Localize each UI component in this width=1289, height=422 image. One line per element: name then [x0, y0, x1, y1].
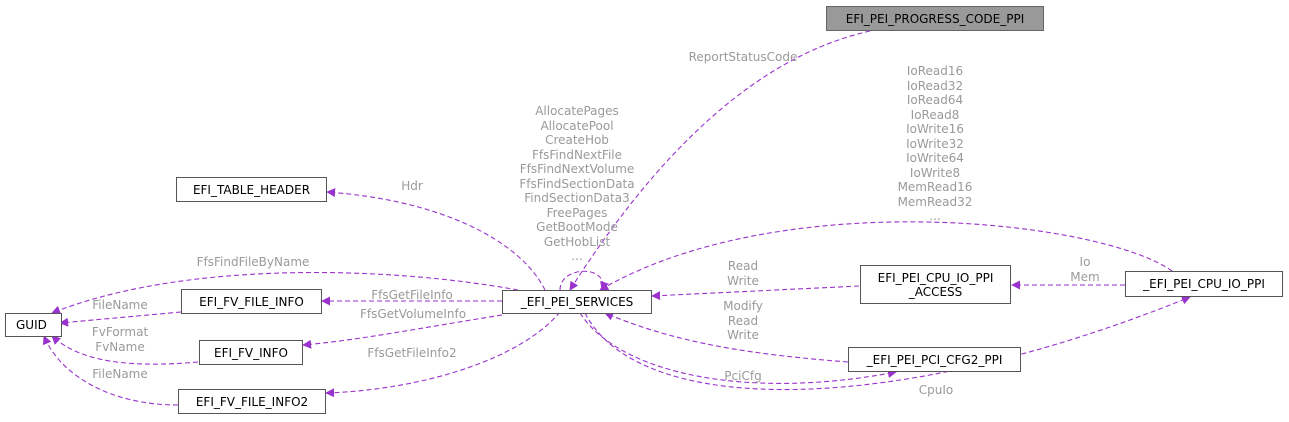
- edge-hdr: [326, 188, 546, 291]
- label-pci-cfg: PciCfg: [724, 369, 762, 383]
- node-efi-pei-cpu-io-ppi[interactable]: _EFI_PEI_CPU_IO_PPI: [1125, 271, 1283, 297]
- edge-cpu-io: [584, 295, 1191, 391]
- edge-modify-read-write: [604, 312, 849, 363]
- node-efi-fv-info[interactable]: EFI_FV_INFO: [199, 340, 303, 365]
- node-efi-pei-pci-cfg2-ppi[interactable]: _EFI_PEI_PCI_CFG2_PPI: [848, 347, 1021, 372]
- label-io-mem: Io Mem: [1070, 255, 1100, 284]
- label-self-services: AllocatePages AllocatePool CreateHob Ffs…: [519, 104, 635, 263]
- edge-ffs-find-file-by-name: [51, 272, 519, 315]
- edge-self-services: [559, 270, 609, 291]
- label-modify-read-write: Modify Read Write: [723, 299, 763, 342]
- edge-pci-cfg: [579, 312, 897, 384]
- label-read-write: Read Write: [727, 259, 759, 288]
- edge-ffs-get-file-info2: [325, 311, 561, 398]
- label-report-status-code: ReportStatusCode: [688, 50, 798, 64]
- label-hdr: Hdr: [401, 179, 423, 193]
- node-guid[interactable]: GUID: [5, 313, 62, 337]
- label-cpu-io: CpuIo: [918, 383, 954, 397]
- node-efi-pei-cpu-io-ppi-access[interactable]: EFI_PEI_CPU_IO_PPI _ACCESS: [860, 265, 1011, 304]
- node-efi-table-header[interactable]: EFI_TABLE_HEADER: [176, 177, 327, 202]
- edge-guid-file-name-1: [59, 311, 182, 327]
- label-ffs-get-file-info2: FfsGetFileInfo2: [367, 346, 457, 360]
- edge-io-services: [599, 221, 1173, 291]
- label-ffs-get-volume-info: FfsGetVolumeInfo: [359, 307, 467, 321]
- node-efi-fv-file-info2[interactable]: EFI_FV_FILE_INFO2: [178, 389, 326, 414]
- label-file-name-2: FileName: [92, 367, 148, 381]
- label-io-services: IoRead16 IoRead32 IoRead64 IoRead8 IoWri…: [897, 64, 973, 223]
- label-ffs-find-file-by-name: FfsFindFileByName: [196, 255, 310, 269]
- edge-ffs-get-volume-info: [302, 314, 503, 349]
- edge-guid-file-name-2: [42, 335, 179, 406]
- label-file-name-1: FileName: [92, 298, 148, 312]
- node-efi-fv-file-info[interactable]: EFI_FV_FILE_INFO: [181, 289, 322, 314]
- label-fv-format-name: FvFormat FvName: [91, 325, 149, 354]
- node-efi-pei-services[interactable]: _EFI_PEI_SERVICES: [502, 290, 652, 314]
- node-efi-pei-progress-code-ppi[interactable]: EFI_PEI_PROGRESS_CODE_PPI: [826, 6, 1044, 31]
- edge-report-status-code: [569, 30, 871, 291]
- edge-read-write: [651, 285, 860, 301]
- label-ffs-get-file-info: FfsGetFileInfo: [371, 288, 453, 302]
- edge-guid-fv-format: [51, 335, 199, 365]
